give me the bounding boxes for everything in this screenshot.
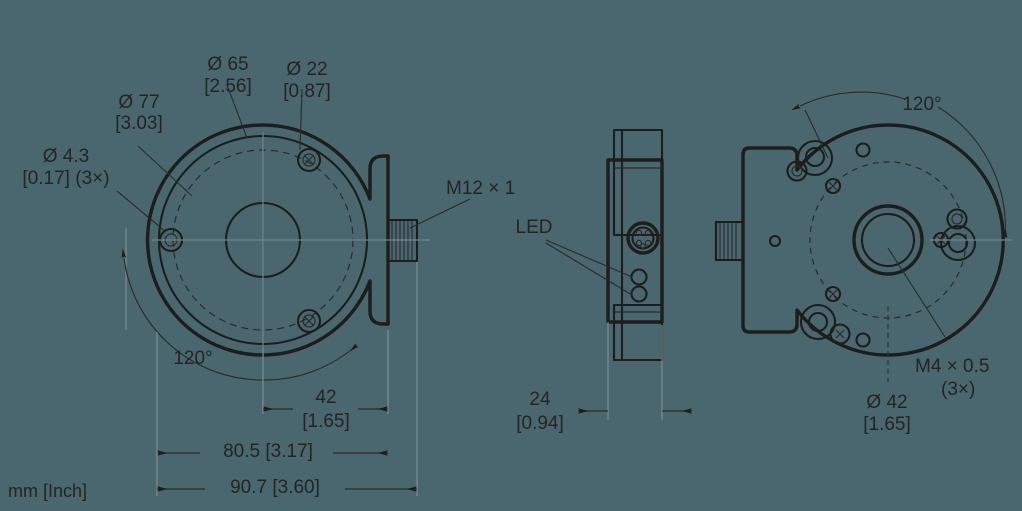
rear-bore-inner	[860, 212, 916, 268]
rear-label-dia42-inch: [1.65]	[863, 414, 911, 435]
rear-m4-callout: M4 × 0.5 (3×)	[887, 247, 989, 400]
rear-mounting-features	[786, 139, 977, 345]
rear-view: 120° M4 × 0.5 (3×) Ø 42 [1.65]	[714, 91, 1012, 435]
rear-label-dia42: Ø 42	[866, 392, 907, 413]
front-dim-907: 90.7 [3.60]	[156, 262, 418, 498]
rear-connector-m12	[714, 220, 745, 262]
side-led-leaders	[545, 239, 633, 296]
front-label-dia22: Ø 22	[286, 59, 327, 80]
front-label-dim907: 90.7 [3.60]	[230, 477, 320, 498]
side-connector-m12	[714, 220, 745, 262]
front-label-dia43-inch: [0.17] (3×)	[22, 168, 109, 189]
led-indicator-2	[630, 285, 648, 303]
front-label-m12: M12 × 1	[446, 178, 515, 199]
front-label-dia65-inch: [2.56]	[204, 76, 252, 97]
side-label-led: LED	[516, 217, 553, 238]
front-label-dia22-inch: [0.87]	[283, 81, 331, 102]
front-dim-805: 80.5 [3.17]	[156, 332, 388, 462]
front-body-outline	[145, 123, 390, 357]
side-label-dim24-inch: [0.94]	[516, 413, 564, 434]
rear-tapped-holes	[824, 177, 950, 303]
front-label-dia43: Ø 4.3	[43, 146, 89, 167]
front-label-dia77-inch: [3.03]	[115, 113, 163, 134]
rear-small-holes	[768, 142, 871, 348]
rear-mount-upper-left	[786, 139, 834, 182]
units-note: mm [Inch]	[8, 481, 87, 501]
front-label-angle120: 120°	[173, 348, 212, 369]
rear-mount-lower-left	[799, 303, 851, 345]
side-connector-face	[626, 221, 660, 255]
front-screw-top	[296, 147, 322, 173]
front-leaders	[116, 84, 471, 233]
rear-bore-outer	[852, 204, 924, 276]
rear-mount-right	[939, 208, 977, 262]
rear-hole-top	[855, 142, 871, 158]
front-centre-lines	[152, 132, 430, 348]
rear-angle-120: 120°	[791, 91, 1008, 239]
rear-label-angle120: 120°	[902, 94, 941, 115]
rear-label-m4: M4 × 0.5	[915, 356, 989, 377]
front-label-dim42-inch: [1.65]	[302, 411, 350, 432]
rear-dia42-callout: Ø 42 [1.65]	[863, 306, 911, 435]
front-label-dia77: Ø 77	[118, 92, 159, 113]
rear-tapped-hole-2	[824, 285, 842, 303]
side-label-dim24: 24	[529, 389, 551, 410]
rear-body-outline	[741, 123, 1005, 357]
front-dim-42: 42 [1.65]	[262, 330, 389, 432]
front-label-dim805: 80.5 [3.17]	[223, 441, 313, 462]
side-dim-24: 24 [0.94]	[516, 322, 692, 434]
front-label-dia65: Ø 65	[207, 54, 248, 75]
side-view: LED 24 [0.94]	[516, 128, 745, 434]
front-screw-bottom	[296, 308, 322, 334]
side-led-indicators	[630, 268, 648, 303]
led-indicator-1	[630, 268, 648, 286]
front-view: Ø 77 [3.03] Ø 65 [2.56] Ø 22 [0.87] Ø 4.…	[22, 54, 515, 498]
rear-hole-left	[768, 234, 782, 248]
rear-label-m4-qty: (3×)	[941, 379, 975, 400]
rear-tapped-hole-1	[824, 177, 842, 195]
front-angle-120: 120°	[121, 228, 359, 381]
front-label-dim42: 42	[315, 387, 336, 408]
rear-hole-bottom	[855, 332, 871, 348]
